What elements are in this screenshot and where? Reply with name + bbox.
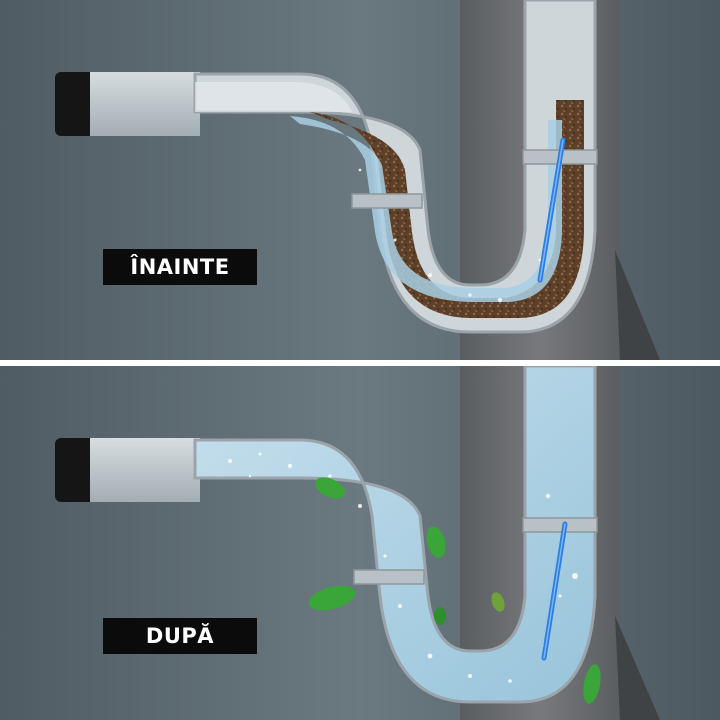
column-shadow [615, 250, 660, 360]
horizontal-pipe [90, 438, 200, 502]
pipe-inner-light [195, 82, 352, 112]
pipe-coupler-right [522, 517, 598, 533]
before-panel: ÎNAINTE [0, 0, 720, 360]
after-panel: DUPĂ [0, 366, 720, 720]
pipe-coupler-left [353, 569, 425, 585]
horizontal-pipe [90, 72, 200, 136]
pipe-end-cap [55, 72, 100, 136]
before-label: ÎNAINTE [103, 249, 257, 285]
trap-pipe-water [193, 366, 597, 704]
green-leaf-icon [308, 477, 601, 704]
dirt-clog [310, 100, 584, 318]
after-illustration [0, 366, 720, 720]
pipe-end-cap [55, 438, 100, 502]
pipe-coupler-left [351, 193, 423, 209]
before-illustration [0, 0, 720, 360]
water-channel [290, 116, 562, 302]
column-shadow [615, 616, 660, 720]
after-label: DUPĂ [103, 618, 257, 654]
